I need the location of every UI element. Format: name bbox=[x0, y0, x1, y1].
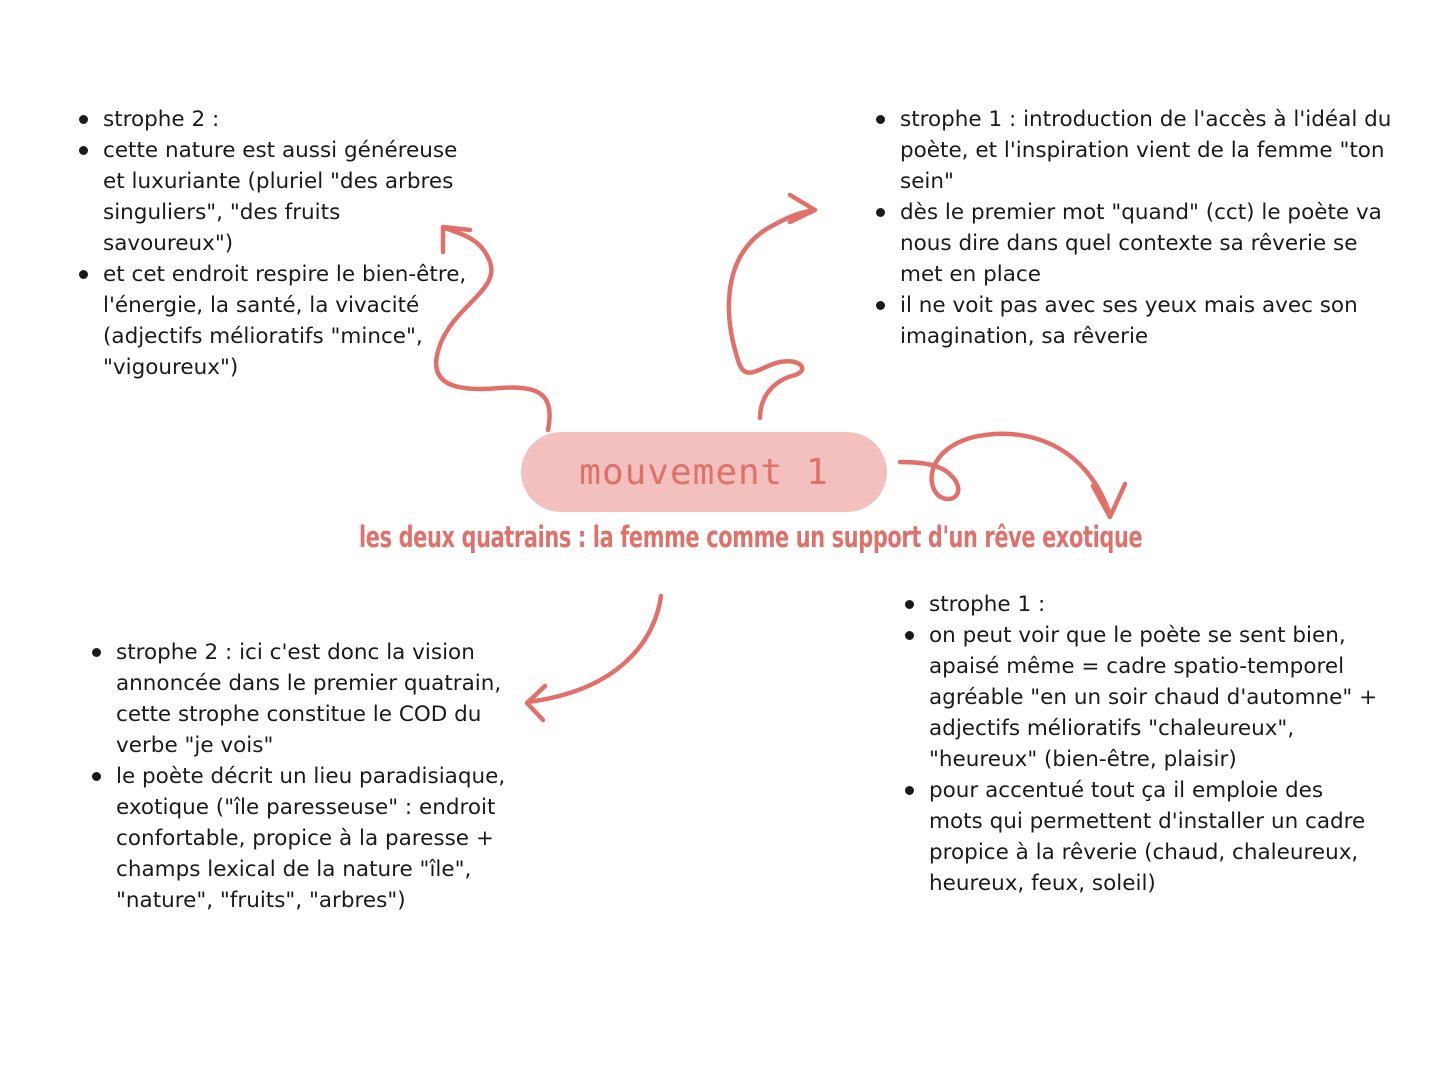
list-item: strophe 2 : bbox=[79, 104, 476, 135]
list-item: et cet endroit respire le bien-être, l'é… bbox=[79, 259, 476, 383]
central-topic-subtitle: les deux quatrains : la femme comme un s… bbox=[359, 520, 1143, 554]
note-block-top-left: strophe 2 : cette nature est aussi génér… bbox=[76, 104, 476, 383]
arrow-to-top-right bbox=[726, 207, 818, 421]
list-item: pour accentué tout ça il emploie des mot… bbox=[905, 775, 1382, 899]
central-topic-pill: mouvement 1 bbox=[521, 432, 887, 512]
arrowhead-bottom-right bbox=[1090, 481, 1128, 520]
arrowhead-bottom-left bbox=[524, 683, 548, 723]
list-item: cette nature est aussi généreuse et luxu… bbox=[79, 135, 476, 259]
list-item: on peut voir que le poète se sent bien, … bbox=[905, 620, 1382, 775]
note-block-bottom-left: strophe 2 : ici c'est donc la vision ann… bbox=[89, 637, 519, 916]
list-item: le poète décrit un lieu paradisiaque, ex… bbox=[92, 761, 519, 916]
list-item: strophe 1 : bbox=[905, 589, 1382, 620]
list-item: il ne voit pas avec ses yeux mais avec s… bbox=[876, 290, 1393, 352]
arrow-to-bottom-right bbox=[897, 431, 1113, 518]
central-topic-title: mouvement 1 bbox=[579, 451, 829, 493]
list-item: dès le premier mot "quand" (cct) le poèt… bbox=[876, 197, 1393, 290]
note-block-bottom-right: strophe 1 : on peut voir que le poète se… bbox=[902, 589, 1382, 899]
note-block-top-right: strophe 1 : introduction de l'accès à l'… bbox=[873, 104, 1393, 352]
arrow-to-top-left bbox=[433, 225, 552, 433]
list-item: strophe 1 : introduction de l'accès à l'… bbox=[876, 104, 1393, 197]
list-item: strophe 2 : ici c'est donc la vision ann… bbox=[92, 637, 519, 761]
arrowhead-top-left bbox=[440, 224, 473, 255]
arrowhead-top-right bbox=[787, 192, 818, 225]
arrow-to-bottom-left bbox=[525, 593, 664, 705]
